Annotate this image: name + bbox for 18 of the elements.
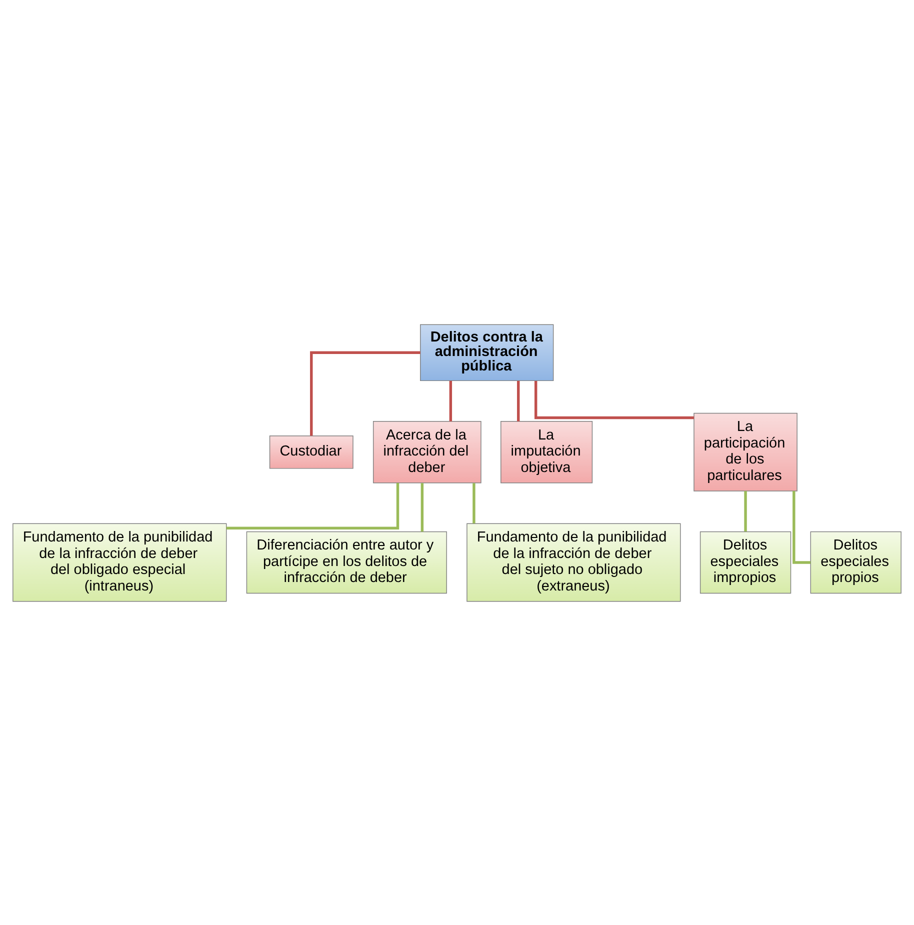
connector	[472, 482, 476, 523]
node-box: Delitos contra la administración pública	[420, 324, 554, 381]
connector	[534, 380, 694, 419]
node-box: Diferenciación entre autor y partícipe en los delitos de infracción de deber	[246, 530, 447, 594]
connector	[310, 350, 420, 436]
node-box: Acerca de la infracción del deber	[372, 420, 482, 483]
connector	[226, 482, 400, 529]
node-box: La imputación objetiva	[500, 420, 593, 483]
node-box: Fundamento de la punibilidad de la infracción de deber del obligado especial (intraneus)	[12, 522, 227, 602]
node-box: Delitos especiales impropios	[700, 530, 792, 594]
connector	[744, 490, 747, 532]
connector	[449, 380, 452, 421]
connector	[420, 482, 424, 532]
node-box: La participación de los particulares	[694, 412, 798, 491]
node-box: Custodiar	[269, 435, 354, 468]
connector	[517, 380, 520, 421]
node-box: Fundamento de la punibilidad de la infracción de deber del sujeto no obligado (extraneus)	[466, 522, 681, 602]
node-box: Delitos especiales propios	[810, 530, 902, 594]
